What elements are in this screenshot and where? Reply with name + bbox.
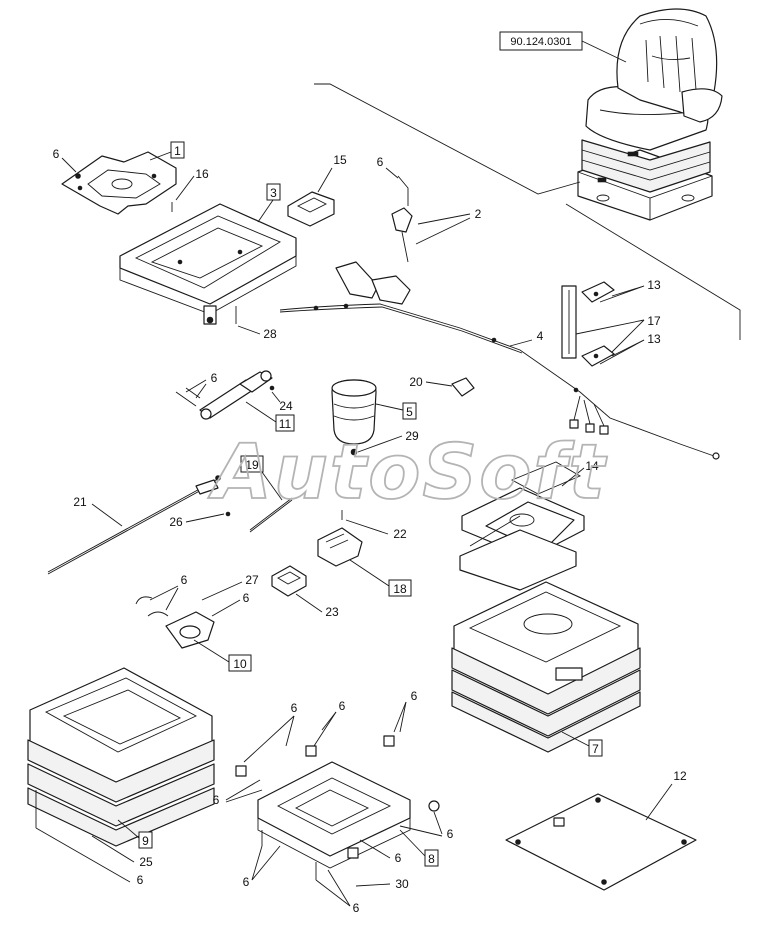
callout-c8: 8: [428, 852, 435, 866]
callout-c6f: 6: [137, 873, 144, 887]
part-10-compressor: [135, 596, 215, 649]
callout-c21: 21: [73, 495, 87, 509]
part-2-lever: [391, 175, 413, 263]
callout-c29: 29: [405, 429, 419, 443]
watermark: AutoSoft: [208, 427, 607, 516]
callout-c6n: 6: [353, 901, 360, 915]
callout-box: [170, 141, 185, 159]
callout-c6k: 6: [447, 827, 454, 841]
callout-c13a: 13: [647, 278, 661, 292]
part-3-slide-frame: [119, 203, 297, 325]
callout-c12: 12: [673, 769, 687, 783]
callout-c6m: 6: [243, 875, 250, 889]
part-9-bellows-cover: [27, 667, 215, 847]
callout-c26: 26: [169, 515, 183, 529]
callout-c22: 22: [393, 527, 407, 541]
callout-c25: 25: [139, 855, 153, 869]
part-1-top-plate: [61, 151, 177, 215]
part-7-suspension-bellows: [451, 581, 641, 753]
callout-c5: 5: [406, 405, 413, 419]
callout-c18: 18: [393, 582, 407, 596]
callout-c6d: 6: [181, 573, 188, 587]
callout-c6l: 6: [395, 851, 402, 865]
callout-c11: 11: [279, 417, 292, 431]
part-19-rod: [195, 479, 293, 533]
part-4-wiring-harness: [279, 261, 720, 460]
callout-box: [588, 739, 603, 757]
part-17-strap: [561, 285, 577, 359]
callout-c6e: 6: [243, 591, 250, 605]
callout-c28: 28: [263, 327, 277, 341]
part-14-scissor-suspension: [459, 461, 585, 591]
callout-c6c: 6: [211, 371, 218, 385]
callout-c30: 30: [395, 877, 409, 891]
callout-c20: 20: [409, 375, 423, 389]
part-15-bracket: [287, 191, 335, 227]
callout-c17: 17: [647, 314, 661, 328]
callout-box: [424, 849, 439, 867]
callout-box: [402, 402, 417, 420]
part-23-button: [271, 565, 307, 597]
callout-c6h: 6: [339, 699, 346, 713]
callout-box: [388, 579, 412, 597]
callout-box: [275, 414, 295, 432]
callout-c10: 10: [233, 657, 247, 671]
callout-c1: 1: [174, 144, 181, 158]
callout-c4: 4: [537, 329, 544, 343]
seat-assembly-illustration: [577, 8, 723, 221]
callout-c27: 27: [245, 573, 259, 587]
part-11-damper: [175, 370, 273, 420]
callout-c19: 19: [245, 458, 259, 472]
part-8-base-frame: [235, 735, 440, 869]
callout-c13b: 13: [647, 332, 661, 346]
callout-c6j: 6: [213, 793, 220, 807]
part-13-brackets: [581, 281, 615, 367]
callout-c6i: 6: [411, 689, 418, 703]
reference-number: 90.124.0301: [510, 36, 571, 48]
callout-box: [240, 455, 264, 473]
callout-c3: 3: [270, 186, 277, 200]
callout-c6b: 6: [377, 155, 384, 169]
callout-c16: 16: [195, 167, 209, 181]
callout-box: [266, 183, 281, 201]
callout-box: [228, 654, 252, 672]
callout-c7: 7: [592, 742, 599, 756]
callout-box: [138, 831, 153, 849]
part-20-clip: [451, 377, 475, 397]
callout-c9: 9: [142, 834, 149, 848]
callout-c23: 23: [325, 605, 339, 619]
callout-c6a: 6: [53, 147, 60, 161]
part-18-valve: [317, 527, 363, 567]
callout-c15: 15: [333, 153, 347, 167]
callout-c24: 24: [279, 399, 293, 413]
assembly-guide-line: [314, 83, 581, 195]
callout-c6g: 6: [291, 701, 298, 715]
callout-c14: 14: [585, 459, 599, 473]
part-5-air-spring: [331, 379, 377, 456]
part-21-cable: [47, 475, 221, 575]
callout-c2: 2: [475, 207, 482, 221]
part-12-mounting-plate: [505, 793, 697, 891]
